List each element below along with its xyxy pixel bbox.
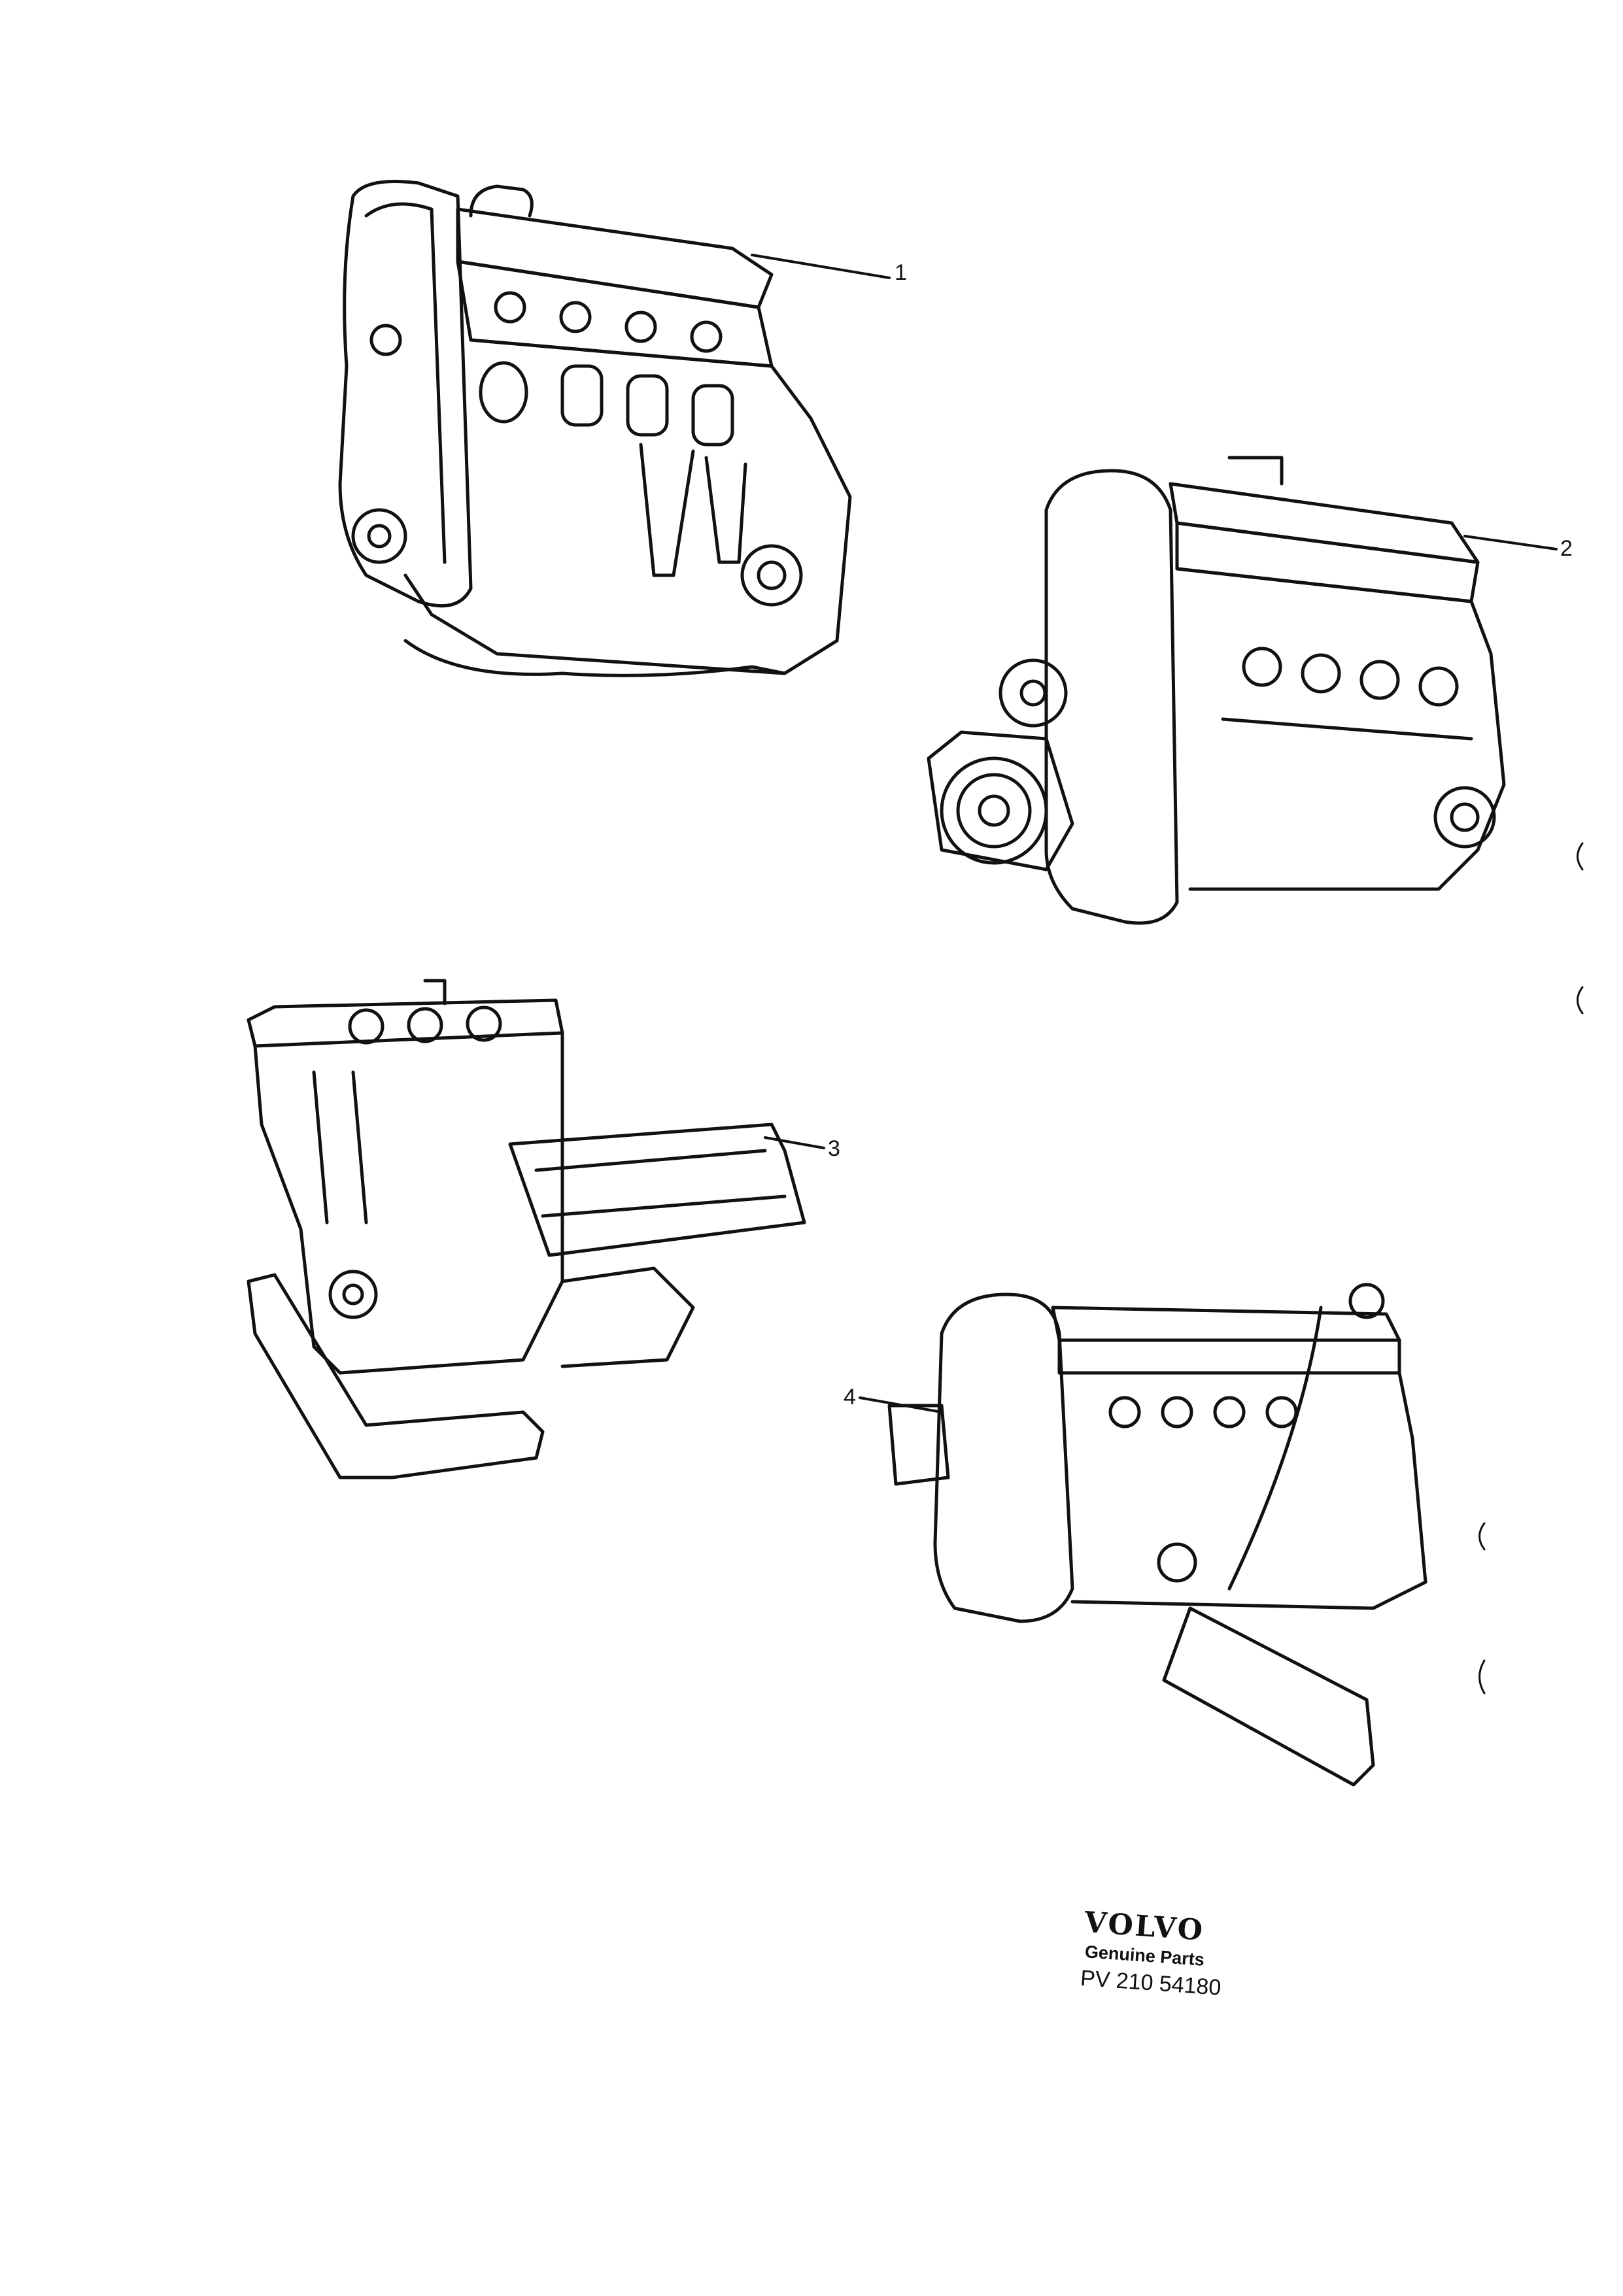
scan-mark [1478, 1522, 1486, 1551]
brand-block: VOLVO Genuine Parts PV 210 54180 [1078, 1906, 1307, 2025]
callout-4: 4 [844, 1385, 856, 1410]
scan-mark [1478, 1659, 1486, 1695]
callout-1: 1 [895, 260, 907, 285]
engine-illustration-4 [859, 1283, 1427, 1787]
scan-mark [1577, 986, 1584, 1015]
engine-illustration-3 [247, 979, 825, 1479]
callout-3: 3 [828, 1136, 840, 1161]
engine-illustration-1 [338, 180, 891, 677]
engine-illustration-2 [927, 456, 1558, 925]
scan-mark [1577, 842, 1584, 871]
callout-2: 2 [1560, 536, 1573, 561]
